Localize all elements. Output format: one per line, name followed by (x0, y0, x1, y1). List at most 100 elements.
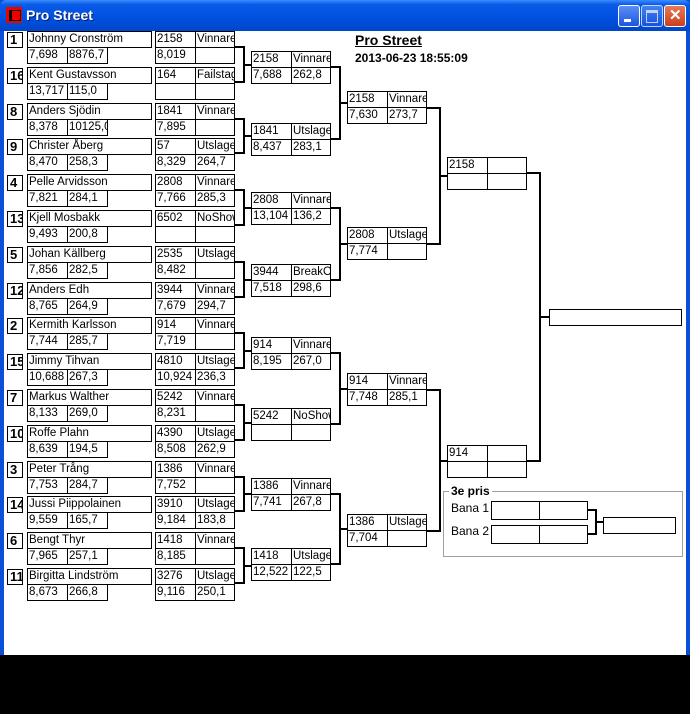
driver-qual-speed[interactable]: 267,3 (67, 369, 108, 386)
driver-qual-speed[interactable]: 8876,7 (67, 47, 108, 64)
round1-speed[interactable] (195, 47, 235, 64)
driver-name[interactable]: Anders Sjödin (27, 103, 152, 120)
round1-time[interactable]: 7,719 (155, 333, 196, 350)
round1-speed[interactable] (195, 83, 235, 100)
driver-qual-time[interactable]: 7,698 (27, 47, 68, 64)
semifinal-speed[interactable] (487, 173, 527, 190)
driver-name[interactable]: Christer Åberg (27, 138, 152, 155)
round1-speed[interactable] (195, 333, 235, 350)
driver-qual-time[interactable]: 13,717 (27, 83, 68, 100)
round3-car-id[interactable]: 914 (347, 373, 388, 390)
round1-time[interactable]: 7,895 (155, 119, 196, 136)
driver-qual-time[interactable]: 7,821 (27, 190, 68, 207)
driver-qual-time[interactable]: 8,470 (27, 154, 68, 171)
round1-status[interactable]: Utslagen (195, 425, 235, 442)
round1-status[interactable]: Vinnare (195, 282, 235, 299)
round3-status[interactable]: Utslagen (387, 227, 427, 244)
driver-qual-time[interactable]: 8,765 (27, 298, 68, 315)
driver-name[interactable]: Pelle Arvidsson (27, 174, 152, 191)
final-winner-field[interactable] (549, 309, 682, 326)
driver-qual-speed[interactable]: 115,0 (67, 83, 108, 100)
round3-car-id[interactable]: 2808 (347, 227, 388, 244)
round2-time[interactable]: 8,195 (251, 353, 292, 370)
driver-name[interactable]: Kermith Karlsson (27, 317, 152, 334)
round3-status[interactable]: Vinnare (387, 91, 427, 108)
driver-name[interactable]: Birgitta Lindström (27, 568, 152, 585)
round3-speed[interactable]: 273,7 (387, 107, 427, 124)
round1-car-id[interactable]: 3910 (155, 496, 196, 513)
round1-speed[interactable] (195, 262, 235, 279)
round2-time[interactable] (251, 424, 292, 441)
driver-qual-speed[interactable]: 264,9 (67, 298, 108, 315)
round1-speed[interactable]: 294,7 (195, 298, 235, 315)
round2-car-id[interactable]: 5242 (251, 408, 292, 425)
round1-speed[interactable]: 262,9 (195, 441, 235, 458)
round1-time[interactable]: 9,116 (155, 584, 196, 601)
driver-name[interactable]: Jussi Piippolainen (27, 496, 152, 513)
round1-car-id[interactable]: 57 (155, 138, 196, 155)
driver-name[interactable]: Jimmy Tihvan (27, 353, 152, 370)
maximize-button[interactable] (641, 5, 663, 27)
round1-time[interactable] (155, 226, 196, 243)
round1-car-id[interactable]: 3276 (155, 568, 196, 585)
driver-qual-time[interactable]: 8,133 (27, 405, 68, 422)
semifinal-car-id[interactable]: 2158 (447, 157, 488, 174)
round1-time[interactable]: 7,679 (155, 298, 196, 315)
driver-qual-time[interactable]: 9,493 (27, 226, 68, 243)
round1-status[interactable]: Vinnare (195, 461, 235, 478)
round2-car-id[interactable]: 1841 (251, 123, 292, 140)
round3-time[interactable]: 7,704 (347, 530, 388, 547)
driver-qual-speed[interactable]: 258,3 (67, 154, 108, 171)
round1-speed[interactable] (195, 477, 235, 494)
driver-name[interactable]: Johnny Cronström (27, 31, 152, 48)
round1-car-id[interactable]: 4390 (155, 425, 196, 442)
round1-car-id[interactable]: 6502 (155, 210, 196, 227)
round2-time[interactable]: 8,437 (251, 139, 292, 156)
driver-name[interactable]: Anders Edh (27, 282, 152, 299)
round1-time[interactable]: 8,329 (155, 154, 196, 171)
driver-qual-time[interactable]: 10,688 (27, 369, 68, 386)
round2-time[interactable]: 12,522 (251, 564, 292, 581)
round1-speed[interactable]: 236,3 (195, 369, 235, 386)
round3-speed[interactable] (387, 243, 427, 260)
round1-car-id[interactable]: 2158 (155, 31, 196, 48)
round1-status[interactable]: Vinnare (195, 317, 235, 334)
round2-car-id[interactable]: 914 (251, 337, 292, 354)
driver-qual-speed[interactable]: 257,1 (67, 548, 108, 565)
round1-speed[interactable]: 285,3 (195, 190, 235, 207)
round2-time[interactable]: 13,104 (251, 208, 292, 225)
round2-status[interactable]: Vinnare (291, 192, 331, 209)
round2-status[interactable]: Vinnare (291, 337, 331, 354)
driver-qual-time[interactable]: 7,744 (27, 333, 68, 350)
semifinal-car-id[interactable]: 914 (447, 445, 488, 462)
round2-status[interactable]: Vinnare (291, 51, 331, 68)
round1-time[interactable]: 9,184 (155, 512, 196, 529)
driver-qual-speed[interactable]: 269,0 (67, 405, 108, 422)
round1-time[interactable]: 8,508 (155, 441, 196, 458)
round1-status[interactable]: Vinnare (195, 103, 235, 120)
round2-speed[interactable]: 267,8 (291, 494, 331, 511)
round3-time[interactable]: 7,630 (347, 107, 388, 124)
round1-status[interactable]: Failstage (195, 67, 235, 84)
round1-status[interactable]: Utslagen (195, 496, 235, 513)
driver-qual-time[interactable]: 8,673 (27, 584, 68, 601)
round3-status[interactable]: Utslagen (387, 514, 427, 531)
round2-car-id[interactable]: 2808 (251, 192, 292, 209)
round2-car-id[interactable]: 2158 (251, 51, 292, 68)
round1-car-id[interactable]: 2808 (155, 174, 196, 191)
round1-status[interactable]: Utslagen (195, 353, 235, 370)
round1-car-id[interactable]: 2535 (155, 246, 196, 263)
round2-time[interactable]: 7,741 (251, 494, 292, 511)
driver-qual-speed[interactable]: 165,7 (67, 512, 108, 529)
round1-car-id[interactable]: 914 (155, 317, 196, 334)
round1-speed[interactable] (195, 405, 235, 422)
round1-time[interactable]: 10,924 (155, 369, 196, 386)
round1-car-id[interactable]: 1386 (155, 461, 196, 478)
driver-qual-time[interactable]: 8,639 (27, 441, 68, 458)
round1-car-id[interactable]: 4810 (155, 353, 196, 370)
round2-speed[interactable]: 262,8 (291, 67, 331, 84)
driver-qual-speed[interactable]: 194,5 (67, 441, 108, 458)
round2-speed[interactable]: 136,2 (291, 208, 331, 225)
round1-time[interactable]: 8,231 (155, 405, 196, 422)
round1-car-id[interactable]: 1418 (155, 532, 196, 549)
